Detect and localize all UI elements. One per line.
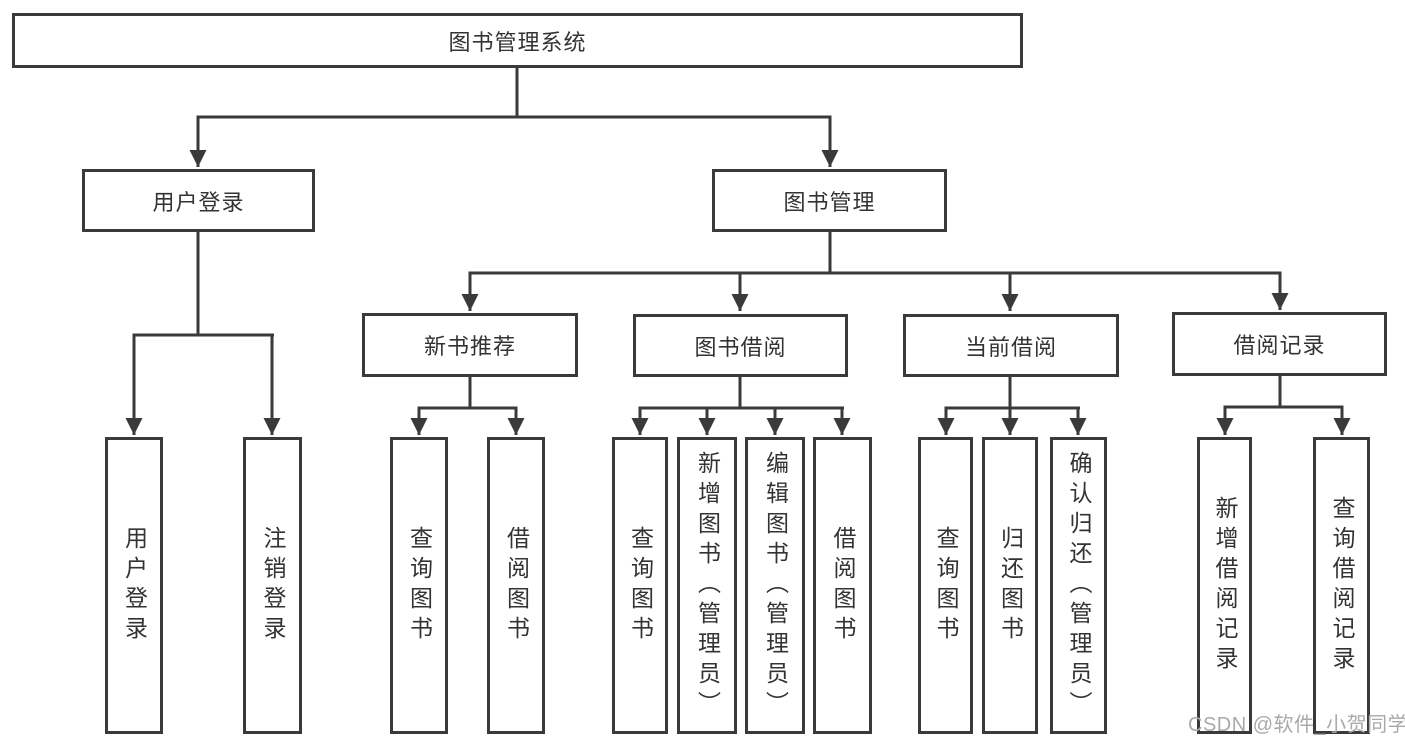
node-current-borrowing: 当前借阅 <box>903 314 1119 377</box>
node-new-book-recommendation: 新书推荐 <box>362 313 578 377</box>
node-current-query-book: 查询图书 <box>918 437 973 734</box>
node-label: 归还图书 <box>997 525 1024 646</box>
node-newbook-query-book: 查询图书 <box>390 437 448 734</box>
node-label: 编辑图书（管理员） <box>762 450 789 721</box>
node-label: 图书管理系统 <box>448 29 587 55</box>
node-label: 查询图书 <box>627 525 654 646</box>
node-label: 借阅图书 <box>830 525 856 646</box>
csdn-watermark: CSDN @软件_小贺同学 <box>1188 714 1405 736</box>
node-label: 新增借阅记录 <box>1212 495 1238 676</box>
node-label: 注销登录 <box>260 525 286 646</box>
node-label: 用户登录 <box>152 189 245 215</box>
node-label: 借阅图书 <box>503 525 530 646</box>
node-borrow-borrow-book: 借阅图书 <box>813 437 872 734</box>
node-login-user-login: 用户登录 <box>105 437 163 734</box>
node-login-logout: 注销登录 <box>243 437 302 734</box>
node-borrowing-records: 借阅记录 <box>1172 312 1387 376</box>
node-label: 借阅记录 <box>1233 333 1326 358</box>
node-label: 图书借阅 <box>694 334 787 360</box>
node-label: 新增图书（管理员） <box>694 450 721 721</box>
node-current-confirm-return-admin: 确认归还（管理员） <box>1050 437 1107 734</box>
node-current-return-book: 归还图书 <box>982 437 1038 734</box>
node-records-add-record: 新增借阅记录 <box>1197 437 1252 734</box>
node-borrow-edit-book-admin: 编辑图书（管理员） <box>745 437 805 734</box>
node-book-management: 图书管理 <box>712 169 947 232</box>
node-borrow-add-book-admin: 新增图书（管理员） <box>677 437 737 734</box>
node-records-query-record: 查询借阅记录 <box>1313 437 1370 734</box>
node-label: 查询借阅记录 <box>1329 495 1355 676</box>
node-label: 当前借阅 <box>964 334 1057 360</box>
node-user-login-group: 用户登录 <box>82 169 315 232</box>
node-label: 确认归还（管理员） <box>1066 450 1092 721</box>
node-label: 图书管理 <box>783 189 876 215</box>
node-newbook-borrow-book: 借阅图书 <box>487 437 545 734</box>
node-label: 用户登录 <box>121 525 148 646</box>
node-book-borrowing: 图书借阅 <box>633 314 848 377</box>
node-label: 新书推荐 <box>423 334 516 359</box>
node-library-management-system: 图书管理系统 <box>12 13 1023 68</box>
node-borrow-query-book: 查询图书 <box>612 437 668 734</box>
node-label: 查询图书 <box>406 525 433 646</box>
node-label: 查询图书 <box>933 525 959 646</box>
